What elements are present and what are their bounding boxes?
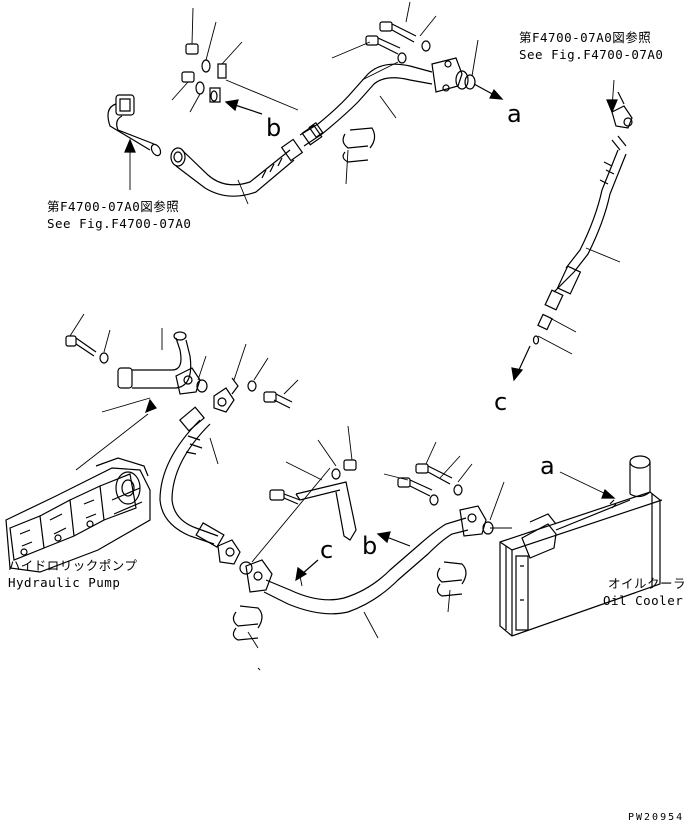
- drawing-code: PW20954: [628, 812, 685, 823]
- lower-u-clamp-right: [437, 562, 466, 596]
- right-leader-lines: [538, 80, 620, 354]
- top-left-elbow-pipe: [108, 95, 162, 157]
- ref-top-left-en: See Fig.F4700-07A0: [47, 216, 192, 231]
- ref-top-left-jp: 第F4700-07A0図参照: [47, 199, 180, 214]
- letter-b-top: b: [266, 114, 282, 142]
- arrow-c-bottom: [296, 560, 318, 580]
- lower-leader-lines: [248, 442, 512, 670]
- right-top-fitting: [612, 92, 632, 150]
- pump-pointer-arrow: [146, 400, 156, 412]
- hydraulic-pump: [6, 458, 150, 572]
- pump-label-en: Hydraulic Pump: [8, 575, 121, 590]
- letter-c-bottom: c: [320, 536, 334, 564]
- top-ref-arrow: [125, 140, 135, 152]
- ref-top-right-jp: 第F4700-07A0図参照: [519, 30, 652, 45]
- pump-elbow-assembly: [66, 314, 352, 480]
- right-ref-arrow: [607, 100, 617, 112]
- lower-pipe-assembly: [233, 442, 512, 670]
- pump-label-jp: ハイドロリックポンプ: [8, 558, 138, 573]
- pump-elbow-flange: [176, 368, 200, 394]
- cooler-label-jp: オイルクーラ: [608, 576, 687, 591]
- arrow-b-top: [226, 100, 262, 114]
- lower-left-flange: [246, 560, 272, 592]
- top-pipe-assembly: [108, 2, 502, 204]
- right-hose: [545, 150, 626, 310]
- top-rigid-tube: [300, 64, 432, 146]
- right-bottom-fitting: [534, 314, 553, 344]
- ref-top-right-en: See Fig.F4700-07A0: [519, 47, 664, 62]
- pump-leader-lines: [70, 314, 352, 480]
- pump-elbow-pipe: [118, 332, 191, 388]
- pump-elbow-bolts: [66, 336, 108, 363]
- letter-a-top: a: [507, 100, 522, 128]
- oil-cooler: [500, 456, 662, 636]
- lower-flange-bolts: [398, 464, 462, 505]
- lower-bracket: [270, 460, 356, 540]
- top-leader-lines: [130, 2, 478, 204]
- letter-a-cooler: a: [540, 452, 555, 480]
- arrow-c-right: [512, 346, 530, 380]
- top-flange-bolts: [366, 22, 430, 63]
- top-u-clamp: [343, 128, 374, 162]
- top-o-ring: [465, 75, 475, 89]
- lower-right-flange: [460, 506, 493, 536]
- pump-hose-fitting: [214, 378, 292, 412]
- letter-b-bottom: b: [362, 532, 378, 560]
- letter-c-right: c: [494, 388, 508, 416]
- cooler-label-en: Oil Cooler: [603, 593, 684, 608]
- top-flange: [432, 58, 468, 92]
- top-hose: [171, 139, 302, 196]
- lower-hose: [160, 407, 252, 574]
- lower-u-clamp-left: [233, 606, 262, 640]
- arrow-a-cooler: [560, 472, 614, 498]
- arrow-b-bottom: [378, 532, 410, 546]
- top-nuts-washers: [182, 44, 226, 102]
- right-hose-assembly: [512, 80, 632, 380]
- pump-elbow-o-ring: [197, 380, 207, 392]
- arrow-a-top: [474, 84, 502, 99]
- lower-rigid-tube: [264, 518, 468, 614]
